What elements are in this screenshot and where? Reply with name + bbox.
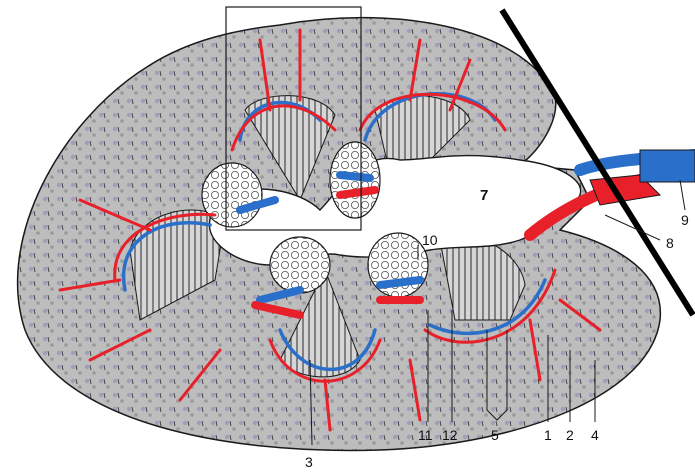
papilla-1 [202, 163, 262, 227]
renal-vein-ext [640, 150, 695, 182]
label-11: 11 [418, 427, 433, 443]
label-8: 8 [666, 235, 674, 251]
label-5: 5 [491, 427, 499, 443]
label-2: 2 [566, 427, 574, 443]
label-9: 9 [681, 212, 689, 228]
label-4: 4 [591, 427, 599, 443]
label-12: 12 [442, 427, 458, 443]
label-1: 1 [544, 427, 552, 443]
label-7: 7 [480, 187, 488, 204]
label-10: 10 [422, 232, 438, 248]
label-3: 3 [305, 454, 313, 470]
papilla-3 [270, 237, 330, 293]
